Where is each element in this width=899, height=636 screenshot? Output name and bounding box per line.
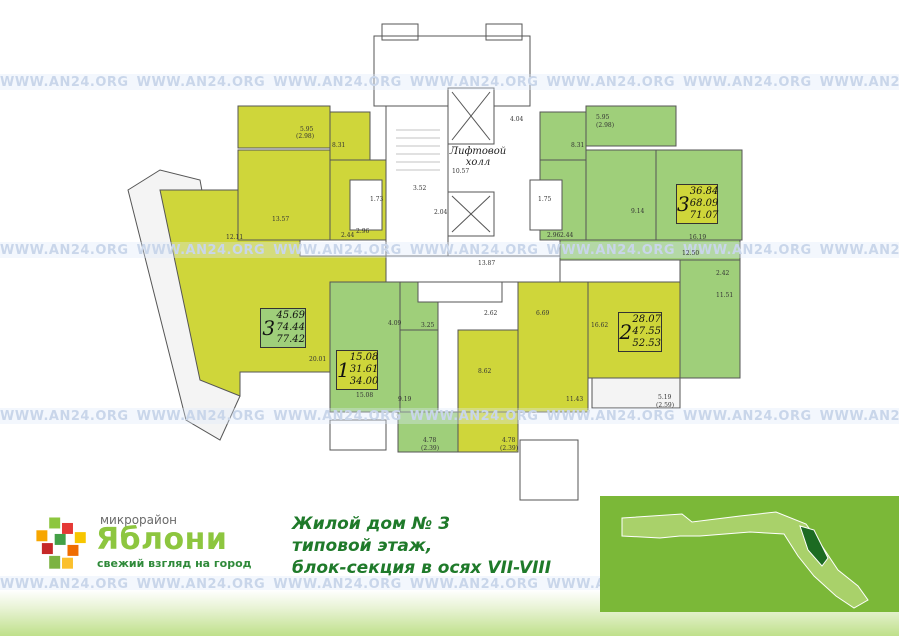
dim-label: 13.87 xyxy=(478,260,496,267)
dim-label: (2.39) xyxy=(421,445,440,452)
dim-label: 16.62 xyxy=(591,322,609,329)
title-line-3: блок-секция в осях VII-VIII xyxy=(292,558,552,578)
dim-label: (2.59) xyxy=(656,402,675,409)
title-line-1: Жилой дом № 3 xyxy=(292,514,451,534)
dim-label: 4.78 xyxy=(423,437,437,444)
dim-label: 2.42 xyxy=(716,270,730,277)
apt-3a-kitchen xyxy=(539,111,587,161)
dim-label: 8.62 xyxy=(478,368,492,375)
apt-3a-room-top xyxy=(585,105,677,147)
apt-2-room xyxy=(679,259,741,379)
dim-label: 11.43 xyxy=(566,396,584,403)
apt-2-balcony xyxy=(591,377,681,409)
bath-left xyxy=(349,179,383,231)
dim-label: 5.19 xyxy=(658,394,672,401)
bath-center xyxy=(417,281,503,303)
dim-label: 1.75 xyxy=(538,196,552,203)
dim-label: 12.11 xyxy=(226,234,244,241)
dim-label: 10.57 xyxy=(452,168,470,175)
apt-3a-corridor xyxy=(559,239,741,261)
dim-label: (2.98) xyxy=(296,133,315,140)
dim-label: (2.98) xyxy=(596,122,615,129)
dim-label: (2.39) xyxy=(500,445,519,452)
dim-label: 2.44 xyxy=(341,232,355,239)
dim-label: 2.96 xyxy=(356,228,370,235)
site-minimap-shape xyxy=(621,511,869,609)
dim-label: 5.95 xyxy=(300,126,314,133)
dim-label: 15.08 xyxy=(356,392,374,399)
apt-1-balcony xyxy=(397,411,459,453)
brand-prefix: микрорайон xyxy=(100,513,178,527)
apt-mid-balcony xyxy=(457,411,519,453)
apt-3b-room-top xyxy=(237,105,331,149)
bottom-loggia xyxy=(519,439,579,501)
stairwell xyxy=(385,105,449,257)
dim-label: 13.57 xyxy=(272,216,290,223)
apt-3b-kitchen xyxy=(329,111,371,161)
apt-3b-living xyxy=(237,149,331,241)
top-balcony-right xyxy=(485,23,523,41)
dim-label: 2.96 xyxy=(547,232,561,239)
dim-label: 4.04 xyxy=(510,116,524,123)
apt-3a-room xyxy=(585,149,657,241)
dim-label: 12.50 xyxy=(682,250,700,257)
dim-label: 11.51 xyxy=(716,292,734,299)
dim-label: 3.25 xyxy=(421,322,435,329)
apt-1-room xyxy=(399,329,439,413)
stair-treads xyxy=(396,129,440,171)
dim-label: 2.04 xyxy=(434,209,448,216)
dim-label: 2.44 xyxy=(560,232,574,239)
dim-label: 5.95 xyxy=(596,114,610,121)
dim-label: 20.01 xyxy=(309,356,327,363)
dim-label: 4.78 xyxy=(502,437,516,444)
dim-label: 8.31 xyxy=(332,142,346,149)
dim-label: 2.62 xyxy=(484,310,498,317)
brand-logo-icon xyxy=(36,517,86,569)
brand-name: Яблони xyxy=(96,522,228,557)
apt-mid-living xyxy=(517,281,589,413)
top-balcony-left xyxy=(381,23,419,41)
dim-label: 4.09 xyxy=(388,320,402,327)
brand-slogan: свежий взгляд на город xyxy=(97,557,252,570)
title-line-2: типовой этаж, xyxy=(292,536,433,556)
common-corridor xyxy=(385,255,561,283)
dim-label: 16.19 xyxy=(689,234,707,241)
dim-label: 1.73 xyxy=(370,196,384,203)
apt-mid-room xyxy=(457,329,519,413)
dim-label: 6.69 xyxy=(536,310,550,317)
dim-label: 9.14 xyxy=(631,208,645,215)
dim-label: 3.52 xyxy=(413,185,427,192)
dim-label: 9.19 xyxy=(398,396,412,403)
bath-right xyxy=(529,179,563,231)
dim-label: 8.31 xyxy=(571,142,585,149)
bottom-left-balcony xyxy=(329,419,387,451)
site-minimap xyxy=(600,496,899,612)
